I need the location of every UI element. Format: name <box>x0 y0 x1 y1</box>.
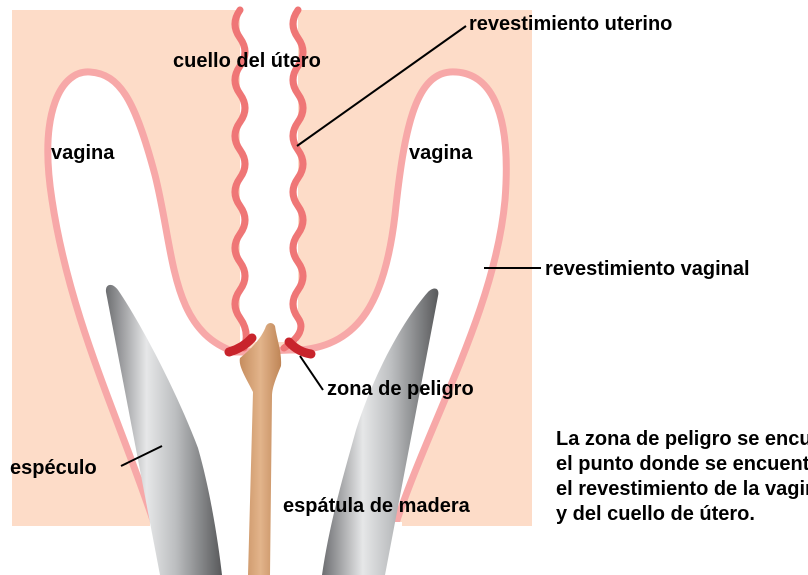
danger-zone-caption: La zona de peligro se encuentra en el pu… <box>556 427 808 527</box>
caption-line: el revestimiento de la vagina <box>556 477 808 502</box>
lower-white-area <box>12 526 532 575</box>
label-cervix: cuello del útero <box>173 50 321 72</box>
label-vagina-left: vagina <box>51 142 115 164</box>
caption-line: y del cuello de útero. <box>556 502 808 527</box>
label-uterine-lining: revestimiento uterino <box>469 13 672 35</box>
label-spatula: espátula de madera <box>283 495 471 517</box>
label-speculum: espéculo <box>10 457 97 479</box>
caption-line: La zona de peligro se encuentra en <box>556 427 808 452</box>
label-danger-zone: zona de peligro <box>327 378 474 400</box>
label-vagina-right: vagina <box>409 142 473 164</box>
caption-line: el punto donde se encuentran <box>556 452 808 477</box>
label-vaginal-lining: revestimiento vaginal <box>545 258 750 280</box>
